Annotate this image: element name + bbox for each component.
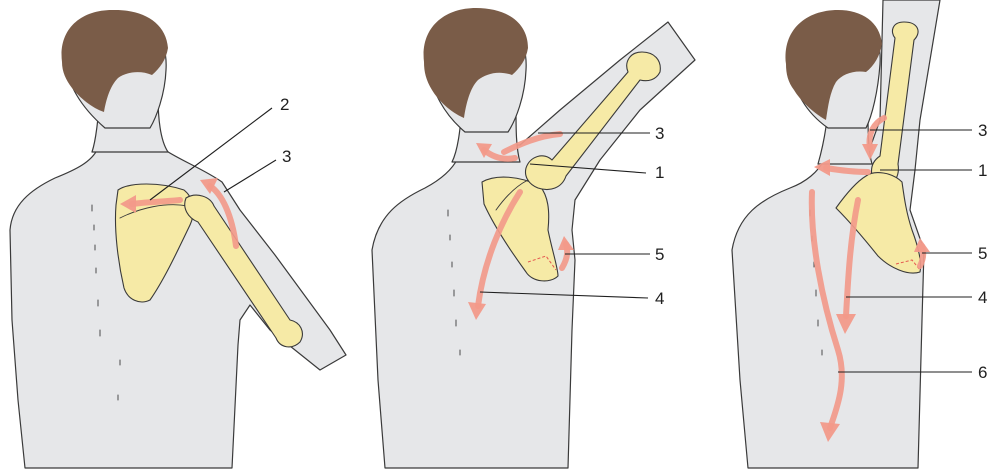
panel-3-label-4: 4 (978, 288, 987, 307)
panel-1-leader-3 (224, 160, 276, 192)
panel-2-label-1: 1 (655, 163, 664, 182)
panel-1-torso (10, 135, 346, 468)
panel-3-label-5: 5 (978, 244, 987, 263)
panel-3-label-1: 1 (978, 161, 987, 180)
panel-2-figure: 3 1 5 4 (372, 8, 695, 468)
panel-1-arrow-2 (132, 200, 180, 204)
panel-2-label-4: 4 (655, 289, 664, 308)
panel-3-label-6: 6 (978, 363, 987, 382)
panel-3-label-3: 3 (978, 121, 987, 140)
panel-2-label-3: 3 (655, 124, 664, 143)
panel-3-figure: 3 1 5 4 6 (732, 0, 987, 468)
panel-2-label-5: 5 (655, 245, 664, 264)
panel-1-label-3: 3 (282, 147, 291, 166)
panel-1-figure: 2 3 (10, 10, 346, 468)
panel-1-label-2: 2 (280, 95, 289, 114)
